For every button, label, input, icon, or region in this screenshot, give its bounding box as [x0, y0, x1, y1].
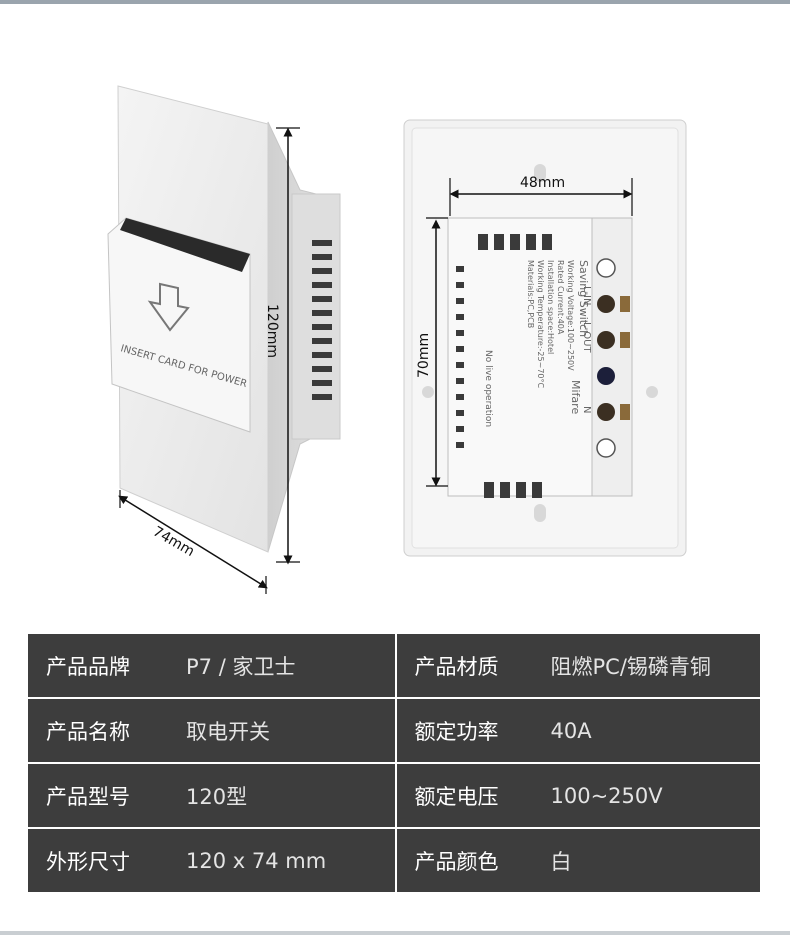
spec-key: 额定功率	[395, 697, 533, 763]
spec-value: 120 x 74 mm	[168, 827, 397, 892]
terminal-label-n: N	[581, 406, 592, 413]
spec-line-2: Working Voltage:100~250V	[566, 260, 575, 371]
spec-table: 产品品牌 P7 / 家卫士 产品材质 阻燃PC/锡磷青铜 产品名称 取电开关 额…	[28, 634, 760, 892]
spec-key: 产品材质	[395, 634, 533, 698]
product-photo: INSERT CARD FOR POWER 120mm 74mm	[107, 85, 687, 594]
height-dimension-back: 70mm	[416, 217, 448, 487]
spec-line-3: Rated Current:40A	[556, 260, 565, 335]
spec-key: 外形尺寸	[28, 827, 168, 892]
warning-text: No live operation	[483, 350, 493, 427]
vent-slots	[312, 240, 332, 400]
spec-value: 100~250V	[532, 762, 760, 828]
spec-key: 产品品牌	[28, 634, 168, 698]
spec-value: 白	[532, 827, 760, 892]
terminal-label-lout: L-OUT	[581, 322, 592, 353]
table-row: 产品型号 120型 额定电压 100~250V	[28, 762, 760, 828]
front-view-switch: INSERT CARD FOR POWER	[107, 85, 341, 553]
width-dimension-back: 48mm	[449, 175, 633, 216]
mifare-text: Mifare	[569, 380, 582, 414]
height-label-back: 70mm	[416, 333, 432, 378]
spec-line-4: Installation space:Hotel	[546, 260, 555, 354]
back-view-switch: Saving Switch Working Voltage:100~250V R…	[403, 119, 687, 557]
spec-key: 产品颜色	[395, 827, 533, 892]
spec-value: 取电开关	[168, 697, 397, 763]
spec-key: 产品名称	[28, 697, 168, 763]
bottom-border	[0, 931, 790, 935]
spec-value: P7 / 家卫士	[168, 634, 397, 698]
width-label-back: 48mm	[520, 175, 565, 191]
spec-value: 40A	[532, 697, 760, 763]
insert-arrow-icon	[147, 282, 190, 332]
spec-value: 阻燃PC/锡磷青铜	[532, 634, 760, 698]
table-row: 产品品牌 P7 / 家卫士 产品材质 阻燃PC/锡磷青铜	[28, 634, 760, 698]
spec-value: 120型	[168, 762, 397, 828]
top-border	[0, 0, 790, 4]
spec-key: 产品型号	[28, 762, 168, 828]
spec-line-5: Working Temperature:-25~70°C	[536, 260, 545, 388]
terminal-label-lin: L-IN	[581, 286, 592, 305]
spec-line-6: Materials:PC,PCB	[526, 260, 535, 328]
height-label-front: 120mm	[264, 304, 280, 358]
height-dimension-front: 120mm	[264, 127, 300, 565]
table-row: 产品名称 取电开关 额定功率 40A	[28, 697, 760, 763]
terminal-screws	[596, 258, 630, 458]
spec-key: 额定电压	[395, 762, 533, 828]
table-row: 外形尺寸 120 x 74 mm 产品颜色 白	[28, 827, 760, 892]
spec-line-1: Saving Switch	[577, 260, 590, 337]
